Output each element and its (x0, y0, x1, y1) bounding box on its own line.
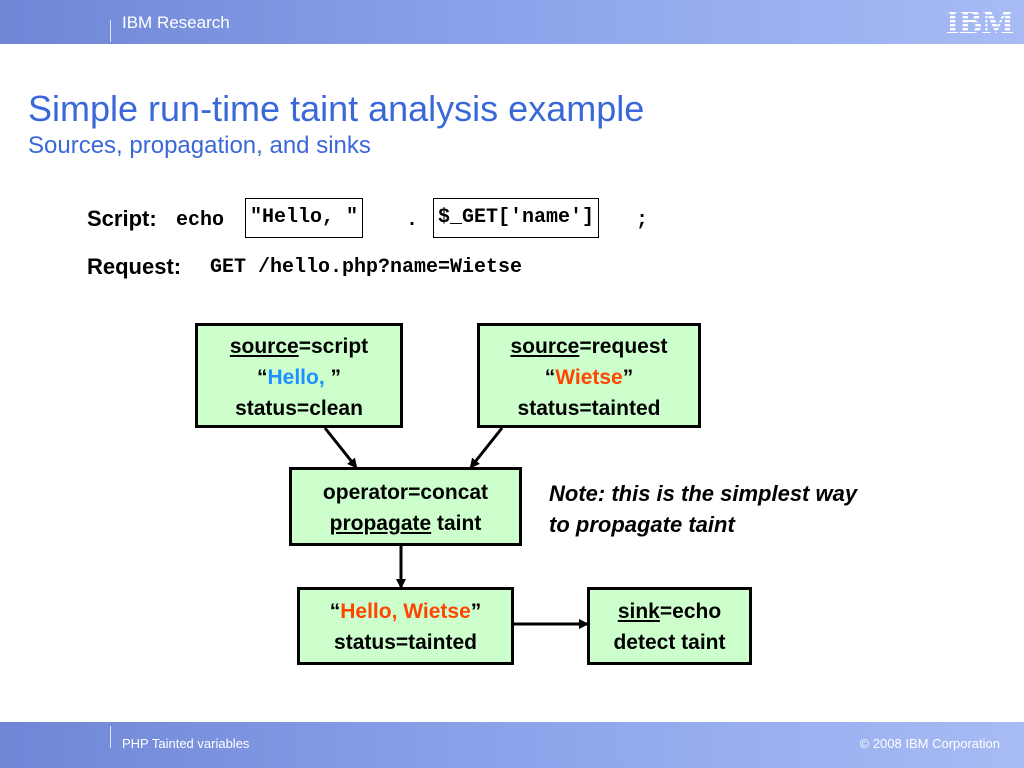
footer-bar: PHP Tainted variables © 2008 IBM Corpora… (0, 722, 1024, 768)
footer-presentation-title: PHP Tainted variables (122, 736, 250, 751)
sink-action: detect taint (613, 631, 726, 654)
open-quote: “ (256, 366, 268, 389)
sink-key: sink (617, 600, 660, 623)
page-subtitle: Sources, propagation, and sinks (28, 132, 371, 159)
open-quote: “ (544, 366, 556, 389)
propagate-key: propagate (329, 512, 432, 535)
script-string-literal: "Hello, " (245, 198, 364, 238)
source-type: =script (298, 335, 369, 358)
ibm-logo: IBM (946, 4, 1014, 38)
script-concat-dot: . (406, 209, 419, 232)
status-text: status=tainted (334, 631, 477, 654)
status-text: status=tainted (517, 397, 661, 420)
script-echo: echo (176, 209, 225, 232)
sink-type: =echo (659, 600, 722, 623)
script-label: Script: (87, 206, 157, 231)
node-result: “Hello, Wietse” status=tainted (297, 587, 514, 665)
footer-copyright: © 2008 IBM Corporation (859, 736, 1000, 751)
arrow-request-to-concat (469, 427, 504, 469)
request-value: GET /hello.php?name=Wietse (210, 256, 523, 279)
clean-value: Hello, (267, 366, 331, 389)
script-semicolon: ; (636, 209, 649, 232)
script-get-param: $_GET['name'] (433, 198, 600, 238)
ibm-logo-text: IBM (946, 4, 1014, 38)
close-quote: ” (470, 600, 482, 623)
footer-divider (110, 726, 111, 748)
operator-text: operator=concat (322, 481, 489, 504)
page-title: Simple run-time taint analysis example (28, 88, 645, 129)
source-key: source (229, 335, 299, 358)
tainted-value: Hello, Wietse (340, 600, 471, 623)
close-quote: ” (330, 366, 342, 389)
header-divider (110, 20, 111, 42)
open-quote: “ (329, 600, 341, 623)
node-source-request: source=request “Wietse” status=tainted (477, 323, 701, 428)
arrow-script-to-concat (323, 427, 358, 469)
close-quote: ” (622, 366, 634, 389)
status-text: status=clean (235, 397, 363, 420)
note-text: Note: this is the simplest way to propag… (549, 481, 858, 537)
header-bar: IBM Research IBM (0, 0, 1024, 44)
request-label: Request: (87, 254, 182, 279)
propagate-rest: taint (431, 512, 482, 535)
node-sink: sink=echo detect taint (587, 587, 752, 665)
node-concat: operator=concat propagate taint (289, 467, 522, 546)
source-key: source (510, 335, 580, 358)
header-org-name: IBM Research (122, 13, 230, 32)
node-source-script: source=script “Hello, ” status=clean (195, 323, 403, 428)
tainted-value: Wietse (555, 366, 623, 389)
source-type: =request (579, 335, 668, 358)
